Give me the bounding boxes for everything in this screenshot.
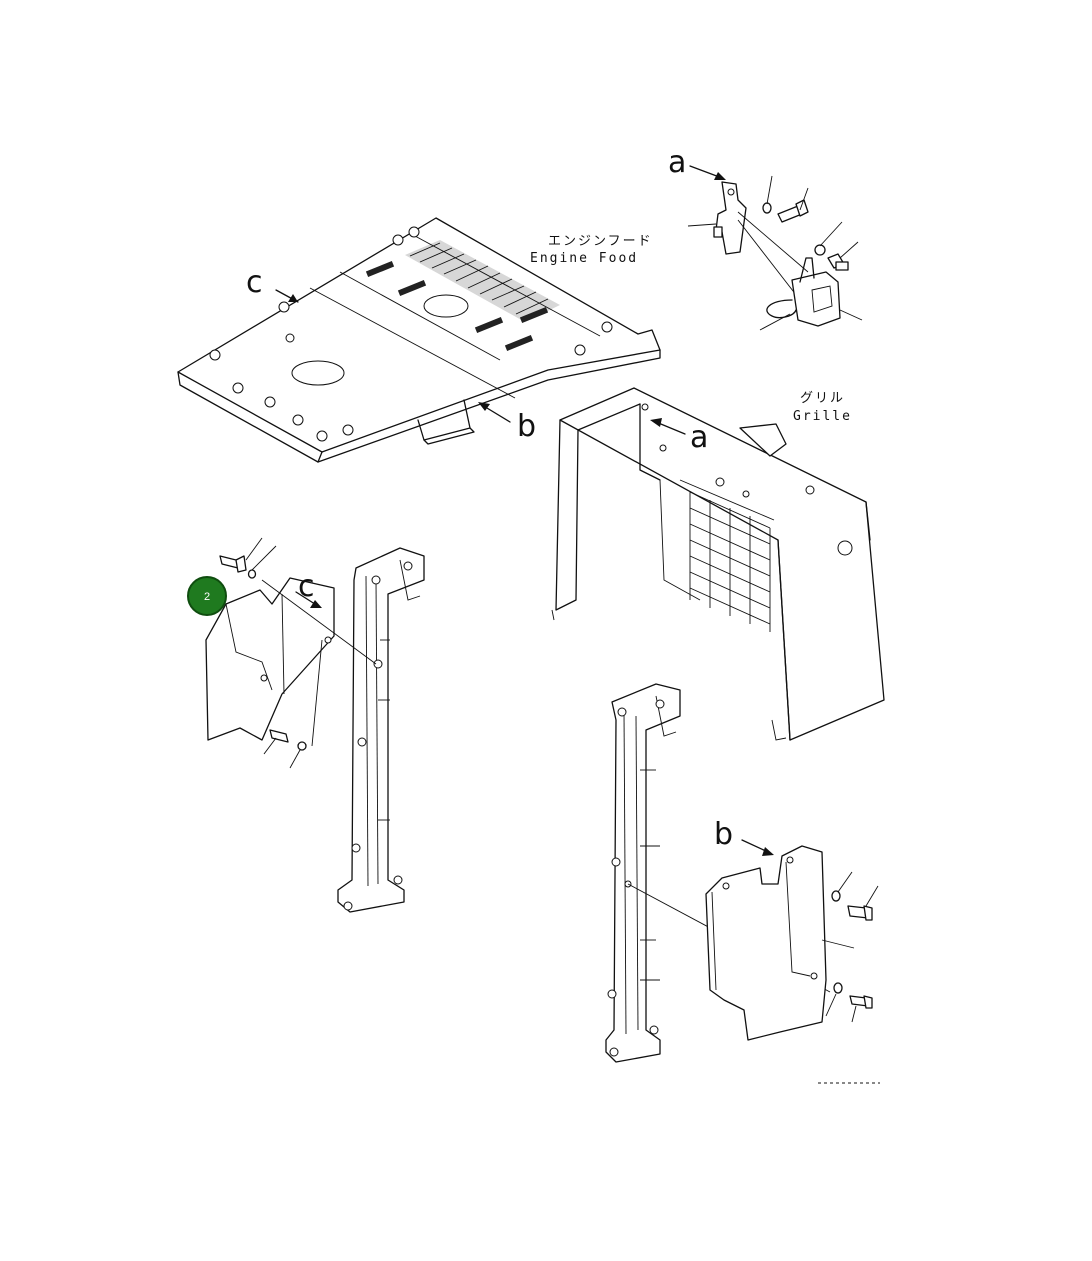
- frame-column-right: [605, 683, 831, 1063]
- grille-mesh: [689, 491, 771, 632]
- hood-vent-grille: [365, 240, 560, 352]
- grille-label-jp: グリル: [800, 391, 845, 406]
- side-shield-right: [705, 845, 879, 1041]
- callout-number: 2: [204, 591, 210, 603]
- engine-hood-label-en: Engine Food: [530, 251, 638, 266]
- ref-a-grille-arrow: [655, 421, 686, 435]
- grille-label-en: Grille: [793, 409, 852, 424]
- ref-a-grille: a: [690, 420, 708, 455]
- engine-hood: [177, 217, 661, 463]
- ref-a-bracket: a: [668, 145, 686, 180]
- ref-b-hood: b: [517, 409, 536, 444]
- ref-b-shield-arrow: [741, 839, 769, 853]
- ref-b-shield: b: [714, 817, 733, 852]
- ref-c-hood: c: [246, 265, 263, 300]
- grille: [551, 387, 885, 741]
- engine-hood-label-jp: エンジンフード: [548, 234, 653, 249]
- frame-column-left: [337, 547, 425, 913]
- bracket-assembly: a: [668, 145, 863, 331]
- callout-badge-circle[interactable]: [187, 576, 227, 616]
- callout-badge[interactable]: 2: [187, 576, 227, 616]
- side-shield-left: [205, 537, 377, 769]
